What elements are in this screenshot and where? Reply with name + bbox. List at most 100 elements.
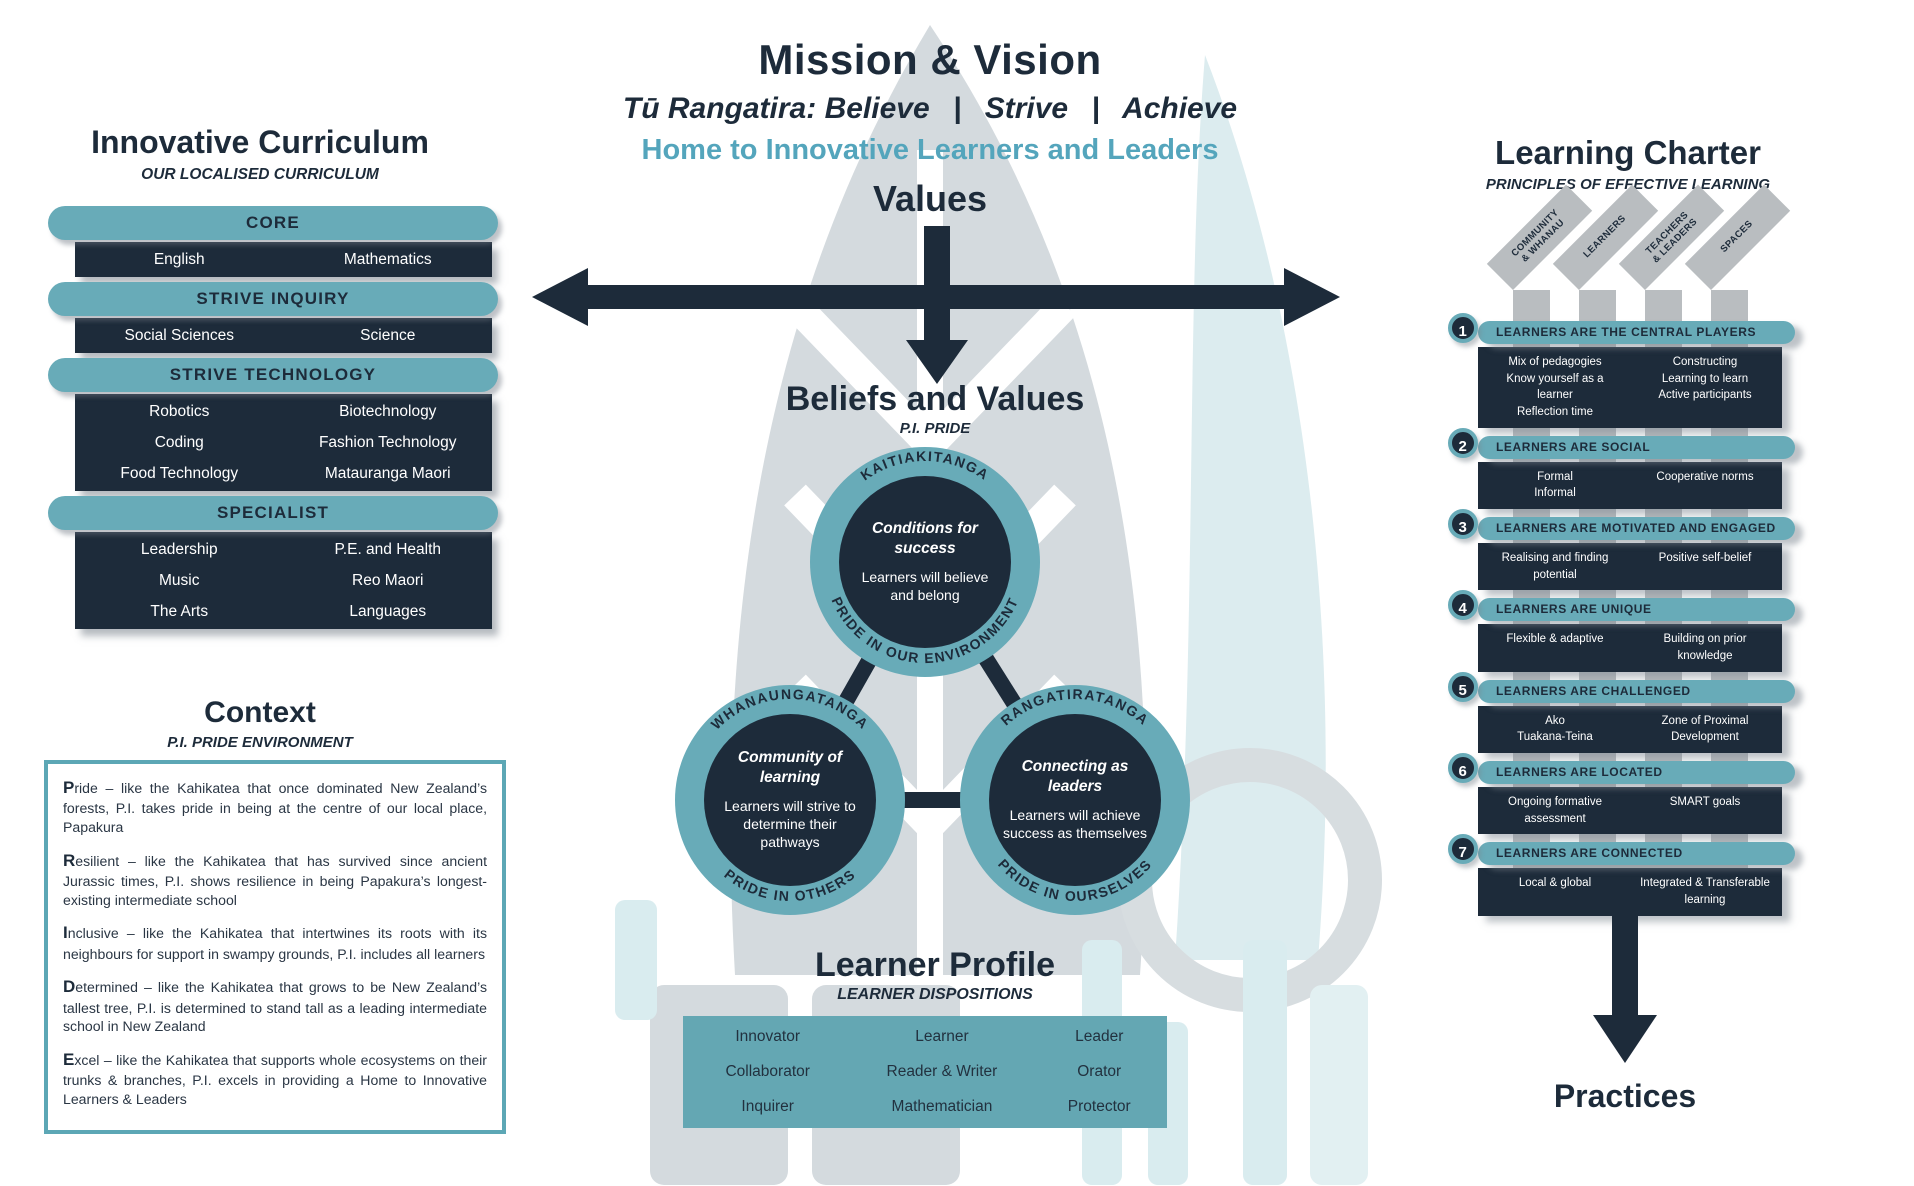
items-right: Positive self-belief <box>1658 552 1752 565</box>
row-number-badge: 4 <box>1448 590 1478 621</box>
learner-dispositions-table: Innovator Learner Leader Collaborator Re… <box>683 1016 1167 1128</box>
items-right: Building on prior knowledge <box>1663 633 1747 663</box>
practices-label: Practices <box>1553 1078 1697 1114</box>
circle-heading: Conditions for success <box>872 520 978 557</box>
items-left: Realising and finding potential <box>1501 552 1609 581</box>
belief-circle-rangatiratanga: RANGATIRATANGA PRIDE IN OURSELVES Connec… <box>960 685 1190 915</box>
circle-content: Community of learning Learners will stri… <box>713 725 867 875</box>
section-items: Social Sciences Science <box>75 318 492 353</box>
practices-arrow-head-icon <box>1593 1015 1657 1063</box>
items-right: Constructing Learning to learn Active pa… <box>1658 356 1752 402</box>
items-right: SMART goals <box>1669 796 1741 809</box>
items-right: Integrated & Transferable learning <box>1640 877 1770 907</box>
learner-profile-subtitle: LEARNER DISPOSITIONS <box>837 986 1033 1003</box>
section-header-core: CORE <box>48 206 498 240</box>
items-right: P.E. and Health Reo Maori Languages <box>334 541 442 620</box>
context-box: Pride – like the Kahikatea that once dom… <box>44 760 506 1134</box>
items-right: Zone of Proximal Development <box>1661 714 1749 744</box>
items-left: Formal Informal <box>1534 470 1576 500</box>
curriculum-title: Innovative Curriculum <box>91 124 429 160</box>
lead-letter: E <box>63 1049 75 1069</box>
column-label: SPACES <box>1718 218 1756 255</box>
row-number-badge: 5 <box>1448 671 1478 702</box>
values-arrow-left-head-icon <box>532 268 588 326</box>
items-right: Science <box>360 327 416 344</box>
disposition-cell: Inquirer <box>741 1097 794 1115</box>
circle-heading: Community of learning <box>737 749 843 786</box>
lead-letter: I <box>63 923 68 943</box>
context-paragraph-excel: Excel – like the Kahikatea that supports… <box>63 1049 487 1109</box>
items-left: Local & global <box>1518 877 1592 890</box>
row-items: Realising and finding potential Positive… <box>1478 543 1782 591</box>
items-right: Biotechnology Fashion Technology Mataura… <box>318 403 457 482</box>
lead-letter: D <box>63 977 76 997</box>
context-paragraph-pride: Pride – like the Kahikatea that once dom… <box>63 777 487 837</box>
lead-letter: P <box>63 778 75 797</box>
beliefs-values-subtitle: P.I. PRIDE <box>899 420 971 437</box>
disposition-cell: Innovator <box>735 1028 801 1046</box>
practices-arrow-shaft <box>1612 903 1638 1015</box>
row-number-badge: 3 <box>1448 509 1478 540</box>
disposition-cell: Orator <box>1077 1062 1122 1080</box>
row-number-badge: 7 <box>1448 834 1478 865</box>
paragraph-text: nclusive – like the Kahikatea that inter… <box>63 925 487 962</box>
disposition-cell: Mathematician <box>891 1097 993 1115</box>
row-items: Formal Informal Cooperative norms <box>1478 461 1782 510</box>
items-left: Leadership Music The Arts <box>140 541 218 620</box>
values-arrow-down-head-icon <box>906 340 968 384</box>
row-items: Mix of pedagogies Know yourself as a lea… <box>1478 347 1782 428</box>
belief-circle-whanaungatanga: WHANAUNGATANGA PRIDE IN OTHERS Community… <box>675 685 905 915</box>
mission-tagline: Home to Innovative Learners and Leaders <box>641 134 1219 166</box>
circle-body: Learners will achieve success as themsel… <box>1003 807 1147 842</box>
values-arrow-right-head-icon <box>1284 268 1340 326</box>
disposition-cell: Leader <box>1075 1028 1124 1046</box>
items-left: Robotics Coding Food Technology <box>120 403 239 482</box>
context-paragraph-resilient: Resilient – like the Kahikatea that has … <box>63 850 487 910</box>
context-subtitle: P.I. PRIDE ENVIRONMENT <box>167 734 353 751</box>
items-right: Cooperative norms <box>1656 470 1754 483</box>
circle-heading: Connecting as leaders <box>1021 758 1129 795</box>
items-left: Mix of pedagogies Know yourself as a lea… <box>1506 356 1604 419</box>
items-left: Ako Tuakana-Teina <box>1517 714 1593 744</box>
circle-body: Learners will strive to determine their … <box>724 798 856 851</box>
values-vertical-arrow-shaft <box>924 226 950 340</box>
disposition-cell: Collaborator <box>725 1062 810 1080</box>
circle-content: Conditions for success Learners will bel… <box>848 487 1002 637</box>
paragraph-text: etermined – like the Kahikatea that grow… <box>63 979 487 1035</box>
charter-title: Learning Charter <box>1495 134 1761 171</box>
curriculum-sections: CORE English Mathematics STRIVE INQUIRY … <box>48 206 498 634</box>
paragraph-text: esilient – like the Kahikatea that has s… <box>63 852 487 908</box>
disposition-cell: Reader & Writer <box>886 1062 998 1080</box>
mission-vision-subtitle: Tū Rangatira: Believe | Strive | Achieve <box>622 92 1238 125</box>
row-items: Ako Tuakana-Teina Zone of Proximal Devel… <box>1478 705 1782 754</box>
paragraph-text: xcel – like the Kahikatea that supports … <box>63 1051 487 1107</box>
row-number-badge: 1 <box>1448 313 1478 343</box>
lead-letter: R <box>63 850 76 870</box>
row-number-badge: 2 <box>1448 427 1478 458</box>
beliefs-values-title: Beliefs and Values <box>785 380 1085 418</box>
section-header-strive-inquiry: STRIVE INQUIRY <box>48 282 498 316</box>
items-right: Mathematics <box>343 251 432 268</box>
items-left: Ongoing formative assessment <box>1508 796 1602 825</box>
context-title: Context <box>204 696 316 729</box>
learner-profile-title: Learner Profile <box>815 946 1055 984</box>
section-items: English Mathematics <box>75 242 492 277</box>
section-header-specialist: SPECIALIST <box>48 496 498 530</box>
section-header-strive-technology: STRIVE TECHNOLOGY <box>48 358 498 392</box>
section-items: Leadership Music The Arts P.E. and Healt… <box>75 532 492 629</box>
disposition-cell: Learner <box>915 1028 969 1046</box>
row-items: Flexible & adaptive Building on prior kn… <box>1478 624 1782 672</box>
